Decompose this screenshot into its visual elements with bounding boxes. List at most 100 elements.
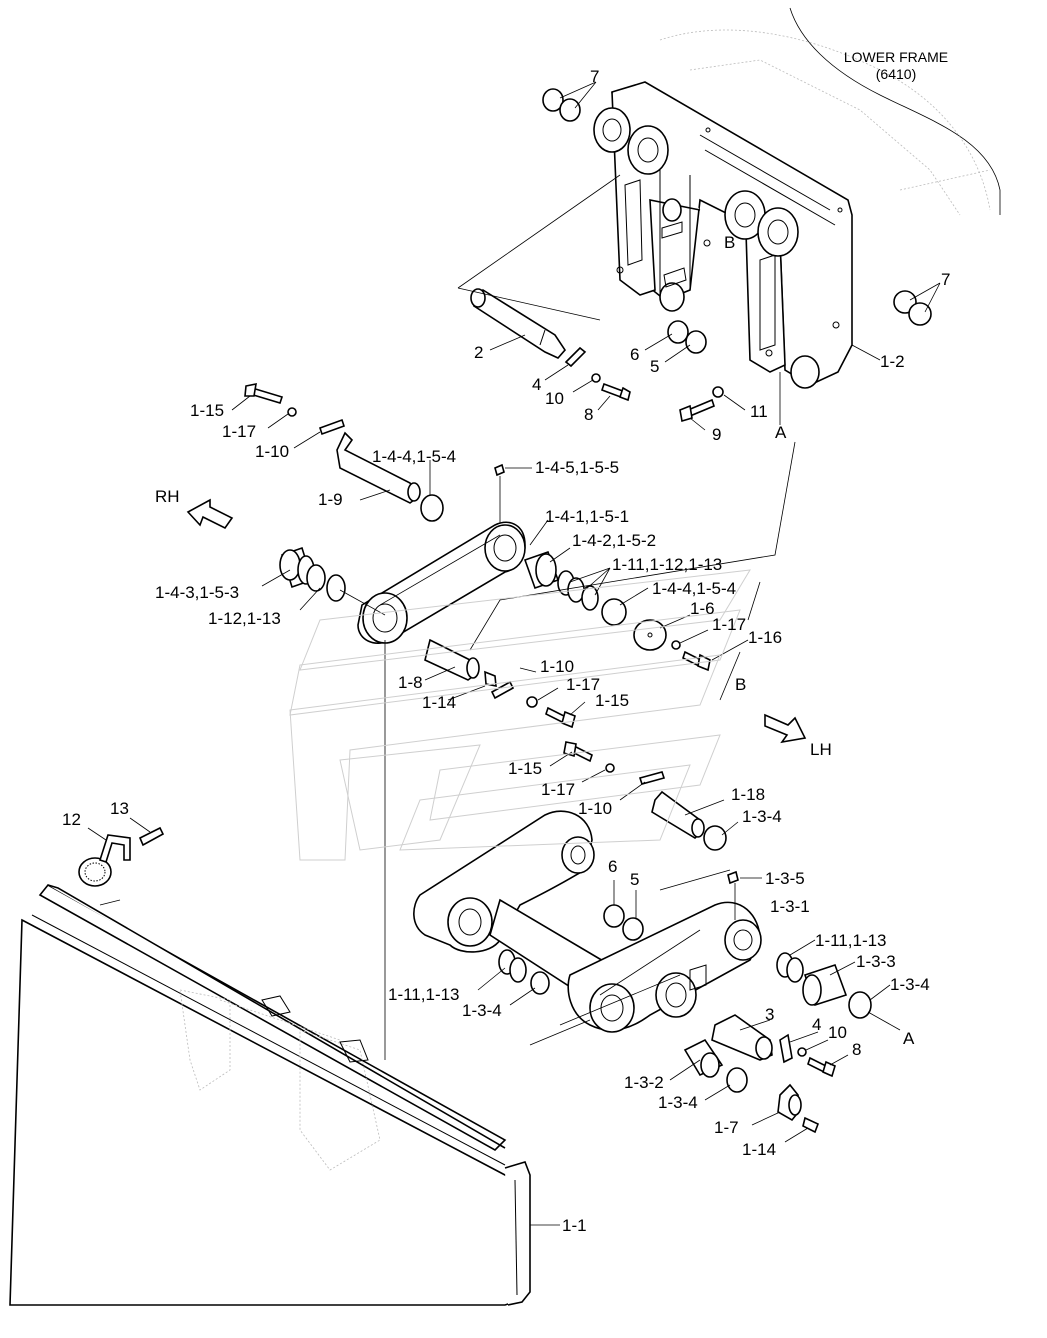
callout-1-7: 1-7 [714, 1118, 739, 1137]
callout-1-8: 1-8 [398, 673, 423, 692]
callout-1-3-4-d: 1-3-4 [658, 1093, 698, 1112]
callout-1-17-low: 1-17 [541, 780, 575, 799]
callout-1-3-4-a: 1-3-4 [742, 807, 782, 826]
callout-1-15-mid: 1-15 [595, 691, 629, 710]
callout-1-3-2: 1-3-2 [624, 1073, 664, 1092]
callout-1-4-5: 1-4-5,1-5-5 [535, 458, 619, 477]
callout-b-mid: B [735, 675, 746, 694]
callout-1-17-mid2: 1-17 [566, 675, 600, 694]
callout-1-3-4-c: 1-3-4 [462, 1001, 502, 1020]
bolt-1-15-top [231, 382, 346, 449]
callout-1-15-top: 1-15 [190, 401, 224, 420]
callout-1-18: 1-18 [731, 785, 765, 804]
leaders-top [457, 81, 941, 431]
callout-1-12: 1-12,1-13 [208, 609, 281, 628]
callout-1-10-top: 1-10 [255, 442, 289, 461]
callout-12: 12 [62, 810, 81, 829]
lower-frame-label: LOWER FRAME [844, 49, 948, 65]
callout-6-mid: 6 [608, 857, 617, 876]
callout-1-11-left: 1-11,1-13 [388, 985, 460, 1004]
callout-8-top: 8 [584, 405, 593, 424]
lock-plate-4-lower [779, 1031, 849, 1078]
lh-label: LH [810, 740, 832, 759]
callout-1-1: 1-1 [562, 1216, 587, 1235]
callout-1-4-4-top: 1-4-4,1-5-4 [372, 447, 456, 466]
bracket-frame [593, 81, 853, 389]
callout-1-11-top: 1-11,1-12,1-13 [612, 555, 722, 574]
ring-6-5-top [667, 320, 707, 354]
callout-11: 11 [750, 402, 768, 421]
callout-1-3-1: 1-3-1 [770, 897, 810, 916]
callout-1-3-3: 1-3-3 [856, 952, 896, 971]
bush-1-4-2 [523, 547, 649, 626]
pin-1-7 [751, 1083, 820, 1143]
callout-7-top: 7 [590, 67, 599, 86]
ring-7-top [542, 88, 581, 122]
plate-1-10-mid [490, 667, 586, 729]
pin-1-8 [384, 638, 497, 1060]
bush-1-4-3 [261, 546, 386, 616]
callout-6-top: 6 [630, 345, 639, 364]
watermark-logo [289, 569, 751, 861]
bush-1-3-2 [669, 1038, 748, 1101]
callout-13: 13 [110, 799, 129, 818]
bolt-9 [679, 386, 724, 423]
callout-1-3-4-b: 1-3-4 [890, 975, 930, 994]
grease-fitting-1-4-5 [494, 463, 532, 525]
callout-1-9: 1-9 [318, 490, 343, 509]
callout-1-3-5: 1-3-5 [765, 869, 805, 888]
lock-plate-4 [564, 346, 631, 402]
callout-2: 2 [474, 343, 483, 362]
part-callouts: 7 7 B 2 6 5 1-2 4 10 8 11 9 A 1-15 1-17 … [62, 67, 950, 1235]
callout-1-14-mid: 1-14 [422, 693, 456, 712]
callout-5-mid: 5 [630, 870, 639, 889]
pin-2 [470, 288, 567, 359]
ring-7-right [893, 290, 932, 326]
callout-5-top: 5 [650, 357, 659, 376]
callout-1-4-2: 1-4-2,1-5-2 [572, 531, 656, 550]
callout-a-low: A [903, 1029, 915, 1048]
callout-1-4-4-mid: 1-4-4,1-5-4 [652, 579, 736, 598]
callout-4-low: 4 [812, 1015, 821, 1034]
lower-frame-outline [659, 7, 1001, 216]
callout-1-2: 1-2 [880, 352, 905, 371]
callout-10-top: 10 [545, 389, 564, 408]
rh-arrow-icon [186, 498, 234, 530]
callout-1-16: 1-16 [748, 628, 782, 647]
guide-lines [469, 441, 796, 1046]
pin-3 [711, 1014, 773, 1061]
callout-1-17-mid: 1-17 [712, 615, 746, 634]
rh-label: RH [155, 487, 180, 506]
callout-1-11-right: 1-11,1-13 [815, 931, 887, 950]
lower-frame-code: (6410) [876, 66, 916, 82]
bush-1-3-3 [776, 939, 901, 1031]
callout-1-10-mid: 1-10 [540, 657, 574, 676]
pin-1-9 [336, 431, 444, 522]
callout-1-4-3: 1-4-3,1-5-3 [155, 583, 239, 602]
callout-1-10-low: 1-10 [578, 799, 612, 818]
callout-1-6: 1-6 [690, 599, 715, 618]
link-arm-1-4-1 [357, 519, 549, 644]
callout-4-top: 4 [532, 375, 541, 394]
callout-1-4-1: 1-4-1,1-5-1 [545, 507, 629, 526]
ring-6-5-mid [603, 869, 731, 941]
bolt-1-15-lower [549, 741, 666, 801]
callout-1-14-low: 1-14 [742, 1140, 776, 1159]
lh-arrow-icon [764, 713, 807, 744]
callout-3: 3 [765, 1005, 774, 1024]
mirror-12 [78, 817, 165, 906]
blade-1-1 [9, 883, 560, 1306]
lower-link-assembly [413, 810, 762, 1033]
grease-fitting-1-3-5 [727, 870, 762, 920]
callout-b-frame: B [724, 233, 735, 252]
callout-9: 9 [712, 425, 721, 444]
pin-1-18 [651, 790, 739, 851]
rings-1-11-left [477, 949, 550, 1006]
callout-1-17-top: 1-17 [222, 422, 256, 441]
callout-1-15-low: 1-15 [508, 759, 542, 778]
callout-8-low: 8 [852, 1040, 861, 1059]
callout-10-low: 10 [828, 1023, 847, 1042]
callout-7-right: 7 [941, 270, 950, 289]
callout-a-top: A [775, 423, 787, 442]
